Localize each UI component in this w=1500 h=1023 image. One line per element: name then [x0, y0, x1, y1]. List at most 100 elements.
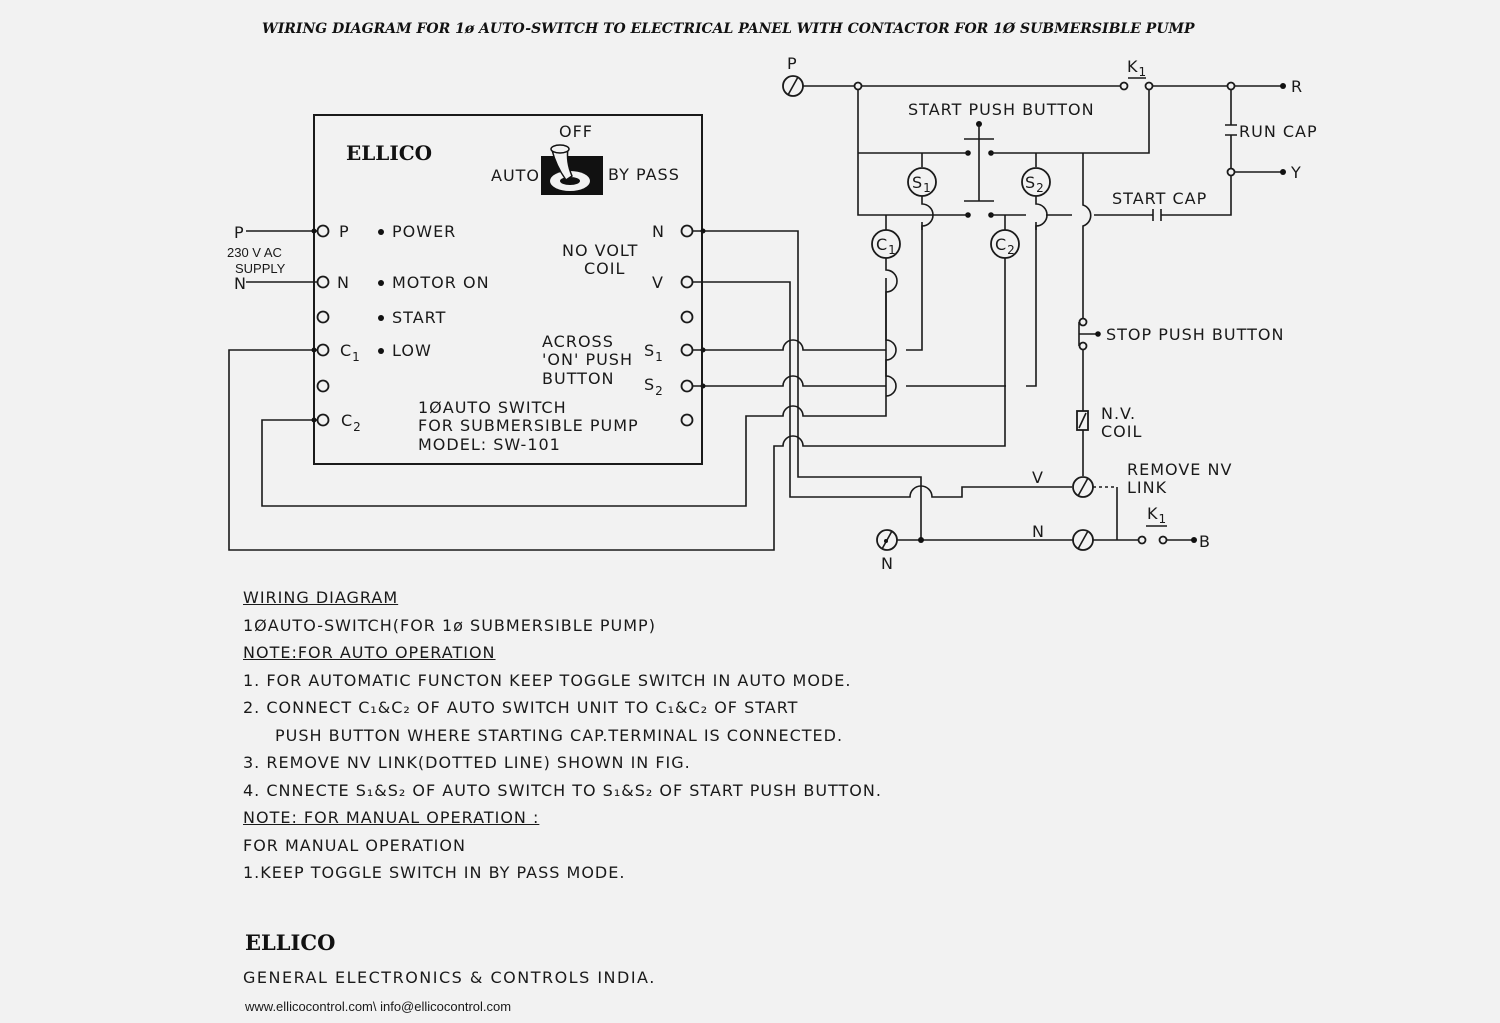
supply-voltage: 230 V AC: [227, 245, 282, 260]
wire-spb-upper: [857, 89, 1150, 216]
s2-point: S2: [1021, 153, 1051, 230]
supply-n-label: N: [234, 274, 247, 293]
svg-text:S1: S1: [912, 173, 932, 195]
s1-point: S1: [907, 153, 937, 230]
supply-p-label: P: [234, 223, 245, 242]
terminal-c2[interactable]: [316, 413, 330, 427]
node: [853, 81, 863, 91]
c1-point: C1: [871, 215, 901, 397]
wire-control: [1082, 153, 1092, 318]
footer-contact[interactable]: www.ellicocontrol.com\ info@ellicocontro…: [245, 999, 512, 1014]
c2-point: C2: [990, 215, 1020, 259]
stop-push-button-label: STOP PUSH BUTTON: [1106, 325, 1284, 344]
junction-dot: [918, 537, 924, 543]
terminal-r-dot: [1280, 83, 1286, 89]
no-volt-coil-line1: NO VOLT: [562, 241, 638, 260]
k1-label: K1: [1127, 57, 1147, 79]
terminal-n-right-label: N: [652, 222, 665, 241]
no-volt-coil-line2: COIL: [584, 259, 625, 278]
start-push-button-label: START PUSH BUTTON: [908, 100, 1095, 119]
svg-text:C2: C2: [995, 235, 1016, 257]
run-cap-label: RUN CAP: [1239, 122, 1318, 141]
indicator-motor-on: MOTOR ON: [392, 273, 490, 292]
diagram-title: WIRING DIAGRAM FOR 1ø AUTO-SWITCH TO ELE…: [262, 21, 1195, 37]
terminal-b-label: B: [1199, 532, 1211, 551]
svg-text:C1: C1: [876, 235, 897, 257]
manual-intro: FOR MANUAL OPERATION: [243, 835, 466, 855]
auto-operation-heading: NOTE:FOR AUTO OPERATION: [243, 643, 496, 662]
toggle-auto-label: AUTO: [491, 166, 540, 185]
manual-operation-heading: NOTE: FOR MANUAL OPERATION :: [243, 808, 540, 827]
terminal-p-label: P: [339, 222, 350, 241]
terminal-y-label: Y: [1290, 163, 1302, 182]
indicator-dot-start: [378, 315, 384, 321]
terminal-n[interactable]: [316, 275, 330, 289]
auto-note-3: 3. REMOVE NV LINK(DOTTED LINE) SHOWN IN …: [243, 753, 691, 772]
nv-coil-line1: N.V.: [1101, 404, 1136, 423]
svg-text:S2: S2: [1025, 173, 1045, 195]
k1b-contact-right: [1158, 535, 1168, 545]
terminal-s1-label: S1: [644, 341, 664, 364]
wire-spb-lower: [991, 176, 1232, 221]
k1b-contact-left: [1137, 535, 1147, 545]
terminal-b-dot: [1191, 537, 1197, 543]
terminal-s2[interactable]: [680, 379, 694, 393]
nv-coil-line2: COIL: [1101, 422, 1142, 441]
indicator-low: LOW: [392, 341, 432, 360]
wire-n: [693, 230, 922, 540]
panel-p-label: P: [787, 54, 798, 73]
panel-n-label: N: [881, 554, 894, 573]
stop-push-button[interactable]: [1078, 317, 1101, 351]
terminal-blank-3[interactable]: [680, 310, 694, 324]
terminal-n-panel-icon[interactable]: [1072, 529, 1094, 551]
wire-c2: [261, 278, 887, 507]
auto-note-2-cont: PUSH BUTTON WHERE STARTING CAP.TERMINAL …: [275, 725, 844, 745]
indicator-dot-power: [378, 229, 384, 235]
node: [1226, 81, 1236, 91]
unit-brand: ELLICO: [346, 141, 432, 165]
right-terminals: [680, 224, 694, 427]
supply-label: SUPPLY: [235, 261, 286, 276]
terminal-p[interactable]: [316, 224, 330, 238]
terminal-c2-label: C2: [341, 411, 362, 434]
auto-note-4: 4. CNNECTE S₁&S₂ OF AUTO SWITCH TO S₁&S₂…: [243, 780, 882, 800]
k1-contact-left: [1119, 81, 1129, 91]
wire-s1: [693, 222, 923, 351]
indicator-power: POWER: [392, 222, 456, 241]
start-push-button[interactable]: [964, 121, 994, 218]
across-on-line1: ACROSS: [542, 332, 614, 351]
terminal-n-right[interactable]: [680, 224, 694, 238]
footer-company: GENERAL ELECTRONICS & CONTROLS INDIA.: [243, 968, 656, 987]
nv-coil-icon: [1076, 410, 1089, 431]
notes-subheading: 1ØAUTO-SWITCH(FOR 1ø SUBMERSIBLE PUMP): [243, 615, 656, 635]
toggle-switch-icon[interactable]: [541, 144, 603, 195]
model-line2: FOR SUBMERSIBLE PUMP: [418, 416, 639, 435]
terminal-blank-1[interactable]: [316, 310, 330, 324]
terminal-blank-4[interactable]: [680, 413, 694, 427]
toggle-bypass-label: BY PASS: [608, 165, 680, 184]
terminal-c1[interactable]: [316, 343, 330, 357]
v-line-label: V: [1032, 468, 1044, 487]
panel-n-terminal-icon[interactable]: [876, 529, 898, 551]
terminal-s2-label: S2: [644, 375, 664, 398]
terminal-blank-2[interactable]: [316, 379, 330, 393]
auto-note-2: 2. CONNECT C₁&C₂ OF AUTO SWITCH UNIT TO …: [243, 698, 799, 717]
terminal-v-panel-icon[interactable]: [1072, 476, 1094, 498]
k1b-label: K1: [1147, 504, 1167, 526]
junction-dot: [311, 228, 317, 234]
start-cap-label: START CAP: [1112, 189, 1207, 208]
n-line-label: N: [1032, 522, 1045, 541]
terminal-s1[interactable]: [680, 343, 694, 357]
wire-v: [693, 281, 1072, 498]
terminal-y-dot: [1280, 169, 1286, 175]
indicator-dot-motor-on: [378, 280, 384, 286]
terminal-v[interactable]: [680, 275, 694, 289]
model-line3: MODEL: SW-101: [418, 435, 561, 454]
node: [1226, 167, 1236, 177]
across-on-line3: BUTTON: [542, 369, 615, 388]
panel-p-terminal-icon[interactable]: [782, 75, 804, 97]
terminal-v-label: V: [652, 273, 664, 292]
left-terminals: [316, 224, 330, 427]
junction-dot: [311, 347, 317, 353]
indicator-start: START: [392, 308, 446, 327]
